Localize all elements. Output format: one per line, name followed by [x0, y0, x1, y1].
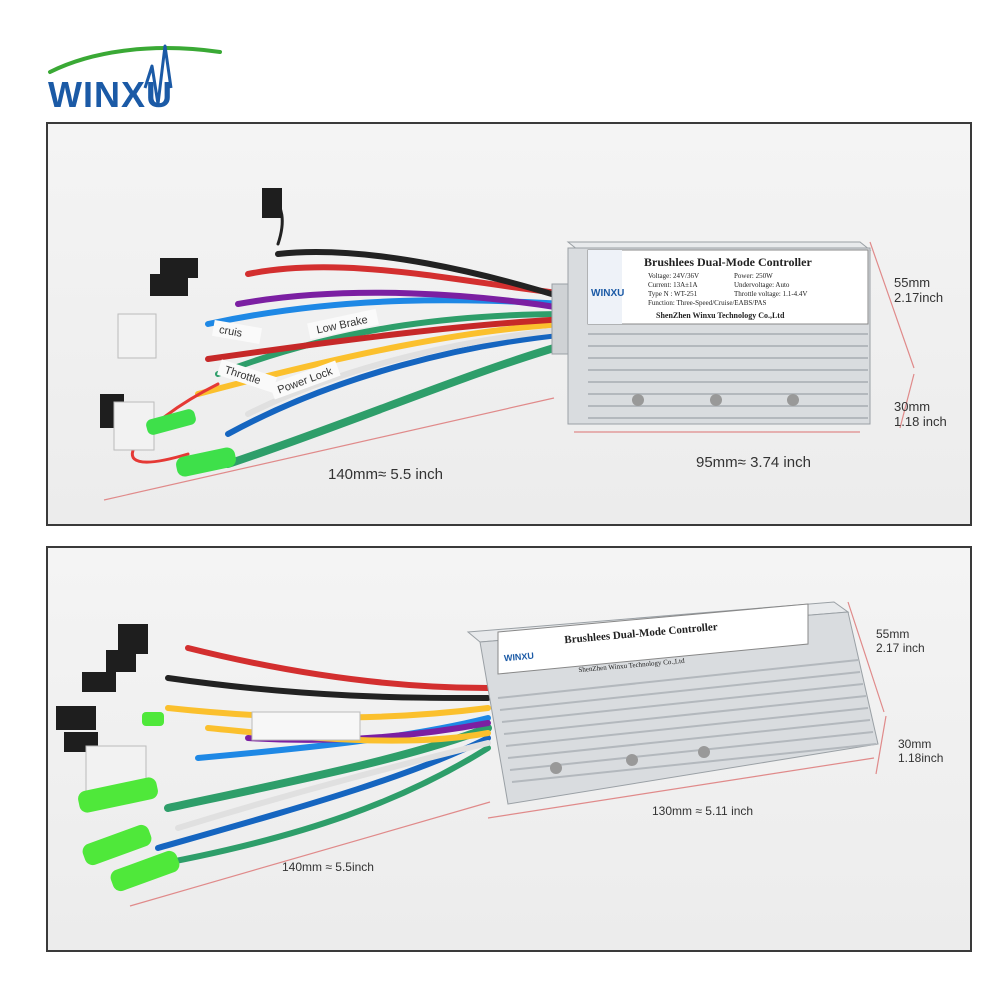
dim-depth-in: 1.18 inch — [894, 413, 947, 429]
dim-depth-mm-bottom: 30mm — [898, 737, 932, 751]
label-line-current: Current: 13A±1A — [648, 281, 698, 289]
photo-panel-bottom: Brushlees Dual-Mode Controller WINXU She… — [46, 546, 972, 952]
wire-tag-cruise: cruis — [218, 324, 243, 340]
brand-logo: WINXU — [40, 30, 230, 115]
label-line-throttle-voltage: Throttle voltage: 1.1-4.4V — [734, 290, 807, 298]
dim-height: 55mm 2.17inch — [894, 275, 944, 306]
dim-height-bottom: 55mm 2.17 inch — [876, 627, 925, 656]
controller-housing — [551, 241, 872, 425]
dim-height-in-bottom: 2.17 inch — [876, 640, 925, 655]
dim-depth-in-bottom: 1.18inch — [898, 750, 944, 765]
connectors — [100, 188, 282, 477]
dim-height-mm-bottom: 55mm — [876, 627, 910, 641]
label-title: Brushlees Dual-Mode Controller — [644, 255, 812, 269]
label-line-undervoltage: Undervoltage: Auto — [734, 281, 790, 289]
label-line-function: Function: Three-Speed/Cruise/EABS/PAS — [648, 299, 767, 307]
dim-cable-length: 140mm≈ 5.5 inch — [328, 466, 443, 483]
connectors-bottom — [56, 624, 361, 892]
label-line-voltage: Voltage: 24V/36V — [648, 272, 699, 280]
dim-length: 95mm≈ 3.74 inch — [696, 454, 811, 471]
dim-height-in: 2.17inch — [894, 289, 944, 305]
dim-depth-bottom: 30mm 1.18inch — [898, 737, 944, 766]
product-label-top: Brushlees Dual-Mode Controller WINXU Vol… — [591, 255, 812, 320]
label-brand-mark-bottom: WINXU — [504, 651, 535, 664]
dim-depth-mm: 30mm — [894, 399, 931, 414]
label-maker: ShenZhen Winxu Technology Co.,Ltd — [656, 311, 785, 320]
photo-panel-top: Low Brake cruis Throttle Power Lock — [46, 122, 972, 526]
dim-cable-length-bottom: 140mm ≈ 5.5inch — [282, 860, 374, 874]
logo-swoosh-icon — [48, 44, 222, 106]
dim-length-bottom: 130mm ≈ 5.11 inch — [652, 804, 754, 818]
dimension-lines-bottom — [129, 601, 887, 907]
controller-housing-bottom — [466, 601, 879, 805]
label-line-type: Type N : WT-251 — [648, 290, 698, 298]
wire-bundle-bottom — [135, 645, 492, 871]
label-line-power: Power: 250W — [734, 272, 773, 280]
dimension-lines — [103, 241, 915, 501]
dim-height-mm: 55mm — [894, 275, 931, 290]
controller-photo-top: Low Brake cruis Throttle Power Lock — [100, 188, 915, 501]
dim-depth: 30mm 1.18 inch — [894, 399, 947, 430]
controller-photo-bottom: Brushlees Dual-Mode Controller WINXU She… — [56, 601, 887, 907]
label-brand-mark: WINXU — [591, 288, 624, 299]
brand-name: WINXU — [48, 74, 173, 115]
